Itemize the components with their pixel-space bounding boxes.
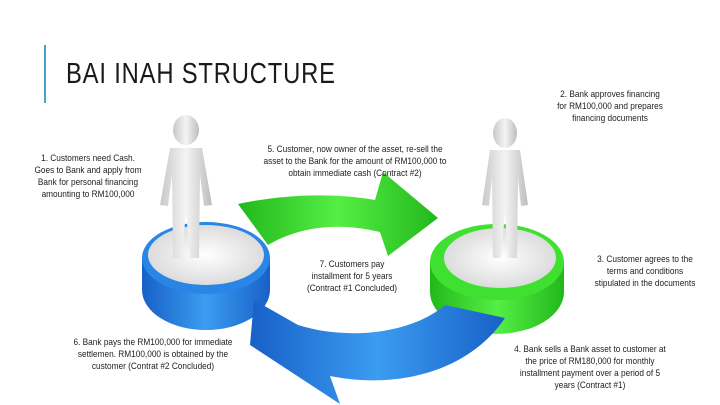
step-5-text: 5. Customer, now owner of the asset, re-… <box>263 144 447 178</box>
person-figure-right <box>482 118 528 258</box>
step-1-text: 1. Customers need Cash. Goes to Bank and… <box>34 153 142 199</box>
step-2-text: 2. Bank approves financing for RM100,000… <box>557 89 663 123</box>
step-4-text: 4. Bank sells a Bank asset to customer a… <box>514 344 666 390</box>
person-figure-left <box>160 115 212 258</box>
green-arrow <box>238 172 438 256</box>
step-3-text: 3. Customer agrees to the terms and cond… <box>594 254 696 288</box>
title-accent-bar <box>44 45 46 103</box>
step-7-text: 7. Customers pay installment for 5 years… <box>306 259 398 293</box>
step-6-text: 6. Bank pays the RM100,000 for immediate… <box>73 337 233 371</box>
left-platform <box>142 222 270 330</box>
blue-arrow <box>250 300 505 404</box>
slide-title: BAI INAH STRUCTURE <box>66 58 336 90</box>
